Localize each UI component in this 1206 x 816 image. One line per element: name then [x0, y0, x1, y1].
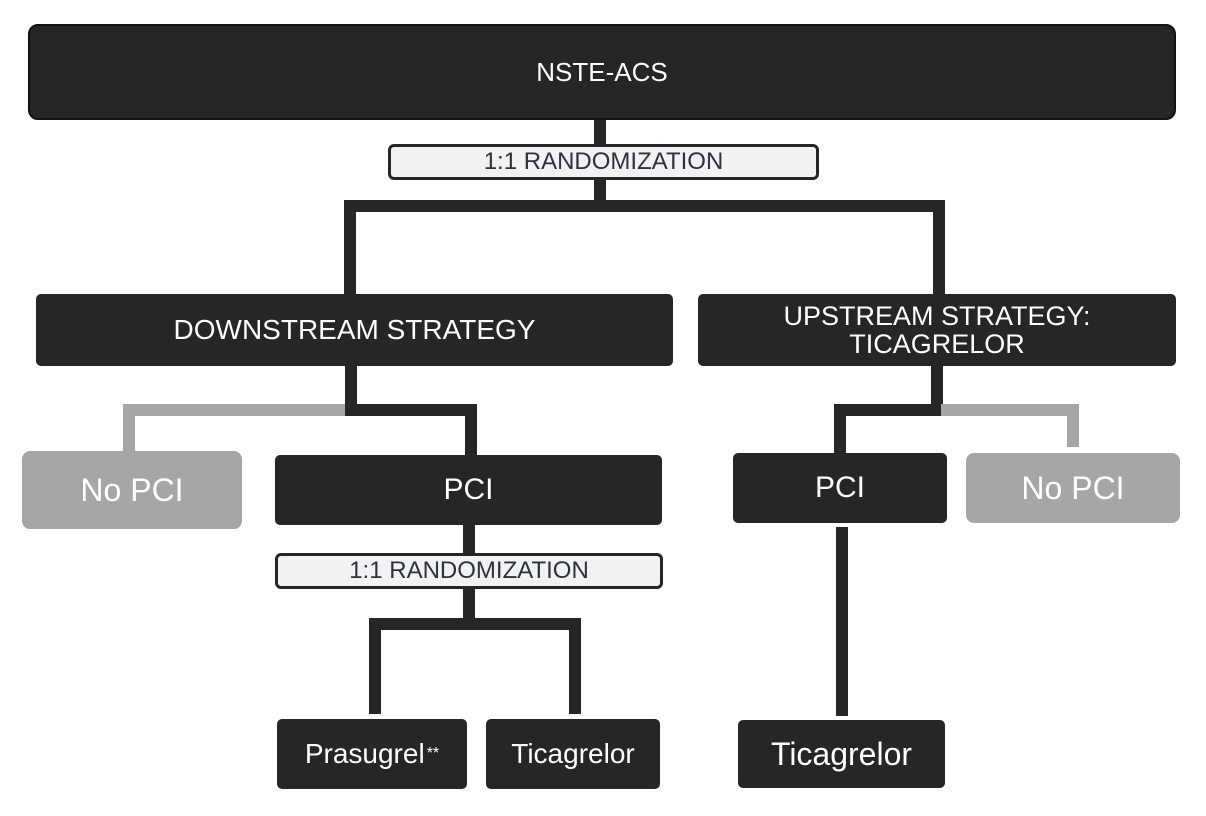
downstream-no-pci-node: No PCI [22, 451, 242, 529]
downstream-ticagrelor-arm-node: Ticagrelor [486, 719, 660, 789]
randomization-node-pci: 1:1 RANDOMIZATION [275, 553, 663, 589]
randomization-top-label: 1:1 RANDOMIZATION [483, 148, 724, 175]
downstream-pci-label: PCI [443, 473, 494, 506]
downstream-no-pci-label: No PCI [80, 471, 184, 508]
connector-upstream-pci-to-ticagrelor [836, 527, 848, 716]
connector-upstream-stem [931, 366, 943, 416]
downstream-strategy-node: DOWNSTREAM STRATEGY [36, 294, 673, 366]
connector-downstream-to-no-pci-horizontal [123, 404, 355, 416]
upstream-pci-label: PCI [814, 471, 865, 504]
connector-horizontal-top [344, 200, 945, 212]
upstream-strategy-node: UPSTREAM STRATEGY: TICAGRELOR [698, 294, 1176, 366]
prasugrel-arm-node: Prasugrel** [277, 719, 467, 789]
root-node-label: NSTE-ACS [536, 56, 668, 87]
connector-to-downstream [344, 200, 356, 294]
connector-to-upstream [933, 200, 945, 294]
connector-horizontal-arms [369, 618, 581, 630]
connector-downstream-to-pci-vertical [465, 404, 477, 455]
connector-downstream-to-no-pci-vertical [123, 404, 135, 451]
footnote-marker: ** [426, 745, 440, 762]
connector-to-prasugrel [369, 618, 381, 714]
downstream-strategy-label: DOWNSTREAM STRATEGY [173, 314, 536, 345]
upstream-ticagrelor-label: Ticagrelor [770, 735, 913, 772]
connector-to-ticagrelor-left [569, 618, 581, 714]
connector-downstream-stem [345, 366, 357, 416]
upstream-no-pci-label: No PCI [1021, 469, 1125, 506]
upstream-pci-node: PCI [733, 453, 947, 523]
connector-upstream-to-no-pci-horizontal [941, 404, 1079, 416]
downstream-ticagrelor-label: Ticagrelor [511, 738, 635, 769]
connector-upstream-to-no-pci-vertical [1067, 404, 1079, 447]
downstream-pci-node: PCI [275, 455, 662, 525]
upstream-strategy-label-line1: UPSTREAM STRATEGY: [783, 300, 1091, 331]
prasugrel-label: Prasugrel [304, 738, 425, 769]
upstream-ticagrelor-arm-node: Ticagrelor [738, 720, 945, 788]
connector-pci-to-randomization [463, 525, 475, 555]
connector-downstream-to-pci-horizontal [345, 404, 477, 416]
connector-upstream-to-pci-vertical [834, 404, 846, 453]
connector-randomization2-down [463, 587, 475, 621]
connector-root-to-randomization [594, 118, 606, 146]
connector-randomization-down [594, 178, 606, 206]
randomization-pci-label: 1:1 RANDOMIZATION [349, 557, 589, 584]
root-node-nste-acs: NSTE-ACS [28, 24, 1176, 120]
connector-upstream-to-pci-horizontal [834, 404, 943, 416]
randomization-node-top: 1:1 RANDOMIZATION [388, 144, 819, 180]
upstream-no-pci-node: No PCI [966, 453, 1180, 523]
upstream-strategy-label-line2: TICAGRELOR [849, 329, 1025, 359]
